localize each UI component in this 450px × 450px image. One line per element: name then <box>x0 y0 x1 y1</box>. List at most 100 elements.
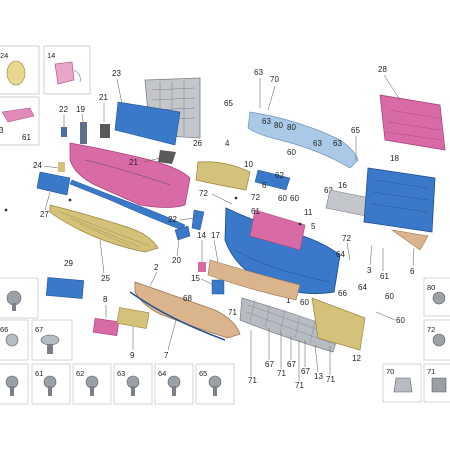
callout-18: 18 <box>390 154 399 163</box>
callout-27: 27 <box>40 210 49 219</box>
inset-24-box: 24 <box>0 45 40 95</box>
fastener-box-80-right: 80 <box>423 277 450 317</box>
callout-61a: 61 <box>251 207 260 216</box>
callout-13: 13 <box>314 372 323 381</box>
callout-22: 22 <box>59 105 68 114</box>
reinforcement-bar <box>207 259 301 301</box>
callout-6a: 6 <box>262 181 267 190</box>
clip-21b <box>158 150 176 164</box>
callout-72a: 72 <box>199 189 208 198</box>
callout-67c: 67 <box>301 367 310 376</box>
callout-80b: 80 <box>287 123 296 132</box>
callout-71a: 71 <box>228 308 237 317</box>
callout-71c: 71 <box>277 369 286 378</box>
callout-60d: 60 <box>385 292 394 301</box>
cover-part <box>54 61 75 85</box>
callout-60c: 60 <box>300 298 309 307</box>
callout-68: 68 <box>183 294 192 303</box>
bracket-12 <box>311 297 366 351</box>
callout-3-left: 3 <box>0 126 4 135</box>
lower-bumper-cover <box>134 281 241 339</box>
bracket-5 <box>249 209 306 251</box>
grommet-icon <box>40 334 60 346</box>
inset-bracket-box: 3 61 <box>0 96 40 146</box>
callout-61b: 61 <box>380 272 389 281</box>
bracket-part <box>1 107 35 123</box>
callout-65b: 65 <box>351 126 360 135</box>
callout-26: 26 <box>193 139 202 148</box>
callout-20: 20 <box>172 256 181 265</box>
bracket-10 <box>254 169 291 191</box>
box-63-label: 63 <box>117 369 125 378</box>
upper-trim-rail <box>247 111 359 169</box>
callout-72b: 72 <box>251 193 260 202</box>
clip-22 <box>61 127 67 137</box>
clip-14 <box>198 262 206 272</box>
callout-60f: 60 <box>287 148 296 157</box>
callout-28: 28 <box>378 65 387 74</box>
fastener-box-66: 66 <box>0 319 29 361</box>
pad-8 <box>92 318 120 336</box>
callout-5: 5 <box>311 222 316 231</box>
callout-62b: 62 <box>324 186 333 195</box>
callout-6b: 6 <box>410 267 415 276</box>
bracket-19 <box>80 122 87 144</box>
panel-18 <box>363 167 436 233</box>
clip-15 <box>211 279 225 295</box>
bracket-22 <box>191 209 205 231</box>
fastener-box-61: 61 <box>31 363 71 405</box>
box-64-label: 64 <box>158 369 166 378</box>
fastener-box-left-bottom <box>0 363 29 405</box>
box-65-label: 65 <box>199 369 207 378</box>
callout-71d: 71 <box>295 381 304 390</box>
nut-icon <box>6 290 22 306</box>
callout-21b: 21 <box>129 158 138 167</box>
callout-21a: 21 <box>99 93 108 102</box>
callout-71b: 71 <box>248 376 257 385</box>
wedge-6 <box>391 229 429 251</box>
callout-16: 16 <box>338 181 347 190</box>
callout-3b: 3 <box>367 266 372 275</box>
callout-63a: 63 <box>254 68 263 77</box>
callout-29: 29 <box>64 259 73 268</box>
callout-62a: 62 <box>275 171 284 180</box>
callout-60e: 60 <box>396 316 405 325</box>
callout-4: 4 <box>225 139 230 148</box>
callout-60b: 60 <box>290 194 299 203</box>
fastener-box-67: 67 <box>31 319 73 361</box>
box-70-label: 70 <box>386 367 394 376</box>
fastener-box-63: 63 <box>113 363 153 405</box>
fastener-box-72: 72 <box>423 319 450 361</box>
callout-22b: 22 <box>168 215 177 224</box>
callout-80a: 80 <box>274 121 283 130</box>
callout-71e: 71 <box>326 375 335 384</box>
callout-70: 70 <box>270 75 279 84</box>
callout-11: 11 <box>304 208 313 217</box>
bracket-icon <box>431 377 447 393</box>
grille-insert-27 <box>36 171 71 196</box>
fastener-box-70: 70 <box>382 363 422 403</box>
tab-24 <box>58 162 65 172</box>
nut-icon <box>432 291 446 305</box>
callout-66: 66 <box>338 289 347 298</box>
callout-2: 2 <box>154 263 159 272</box>
callout-14: 14 <box>197 231 206 240</box>
box-72-label: 72 <box>427 325 435 334</box>
inset-24-label: 24 <box>0 51 8 60</box>
inset-14-box: 14 <box>43 45 91 95</box>
callout-12: 12 <box>352 354 361 363</box>
front-bumper-fascia <box>69 142 191 208</box>
fastener-box-80-left <box>0 277 39 319</box>
callout-61-left: 61 <box>22 133 31 142</box>
fastener-box-71: 71 <box>423 363 450 403</box>
callout-63b: 63 <box>262 117 271 126</box>
callout-65a: 65 <box>224 99 233 108</box>
callout-7: 7 <box>164 351 169 360</box>
clip-icon <box>432 333 446 347</box>
callout-72c: 72 <box>342 234 351 243</box>
clip-21a <box>100 124 110 138</box>
callout-67b: 67 <box>287 360 296 369</box>
callout-63c: 63 <box>313 139 322 148</box>
box-80-label: 80 <box>427 283 435 292</box>
license-plate-29 <box>45 277 85 299</box>
